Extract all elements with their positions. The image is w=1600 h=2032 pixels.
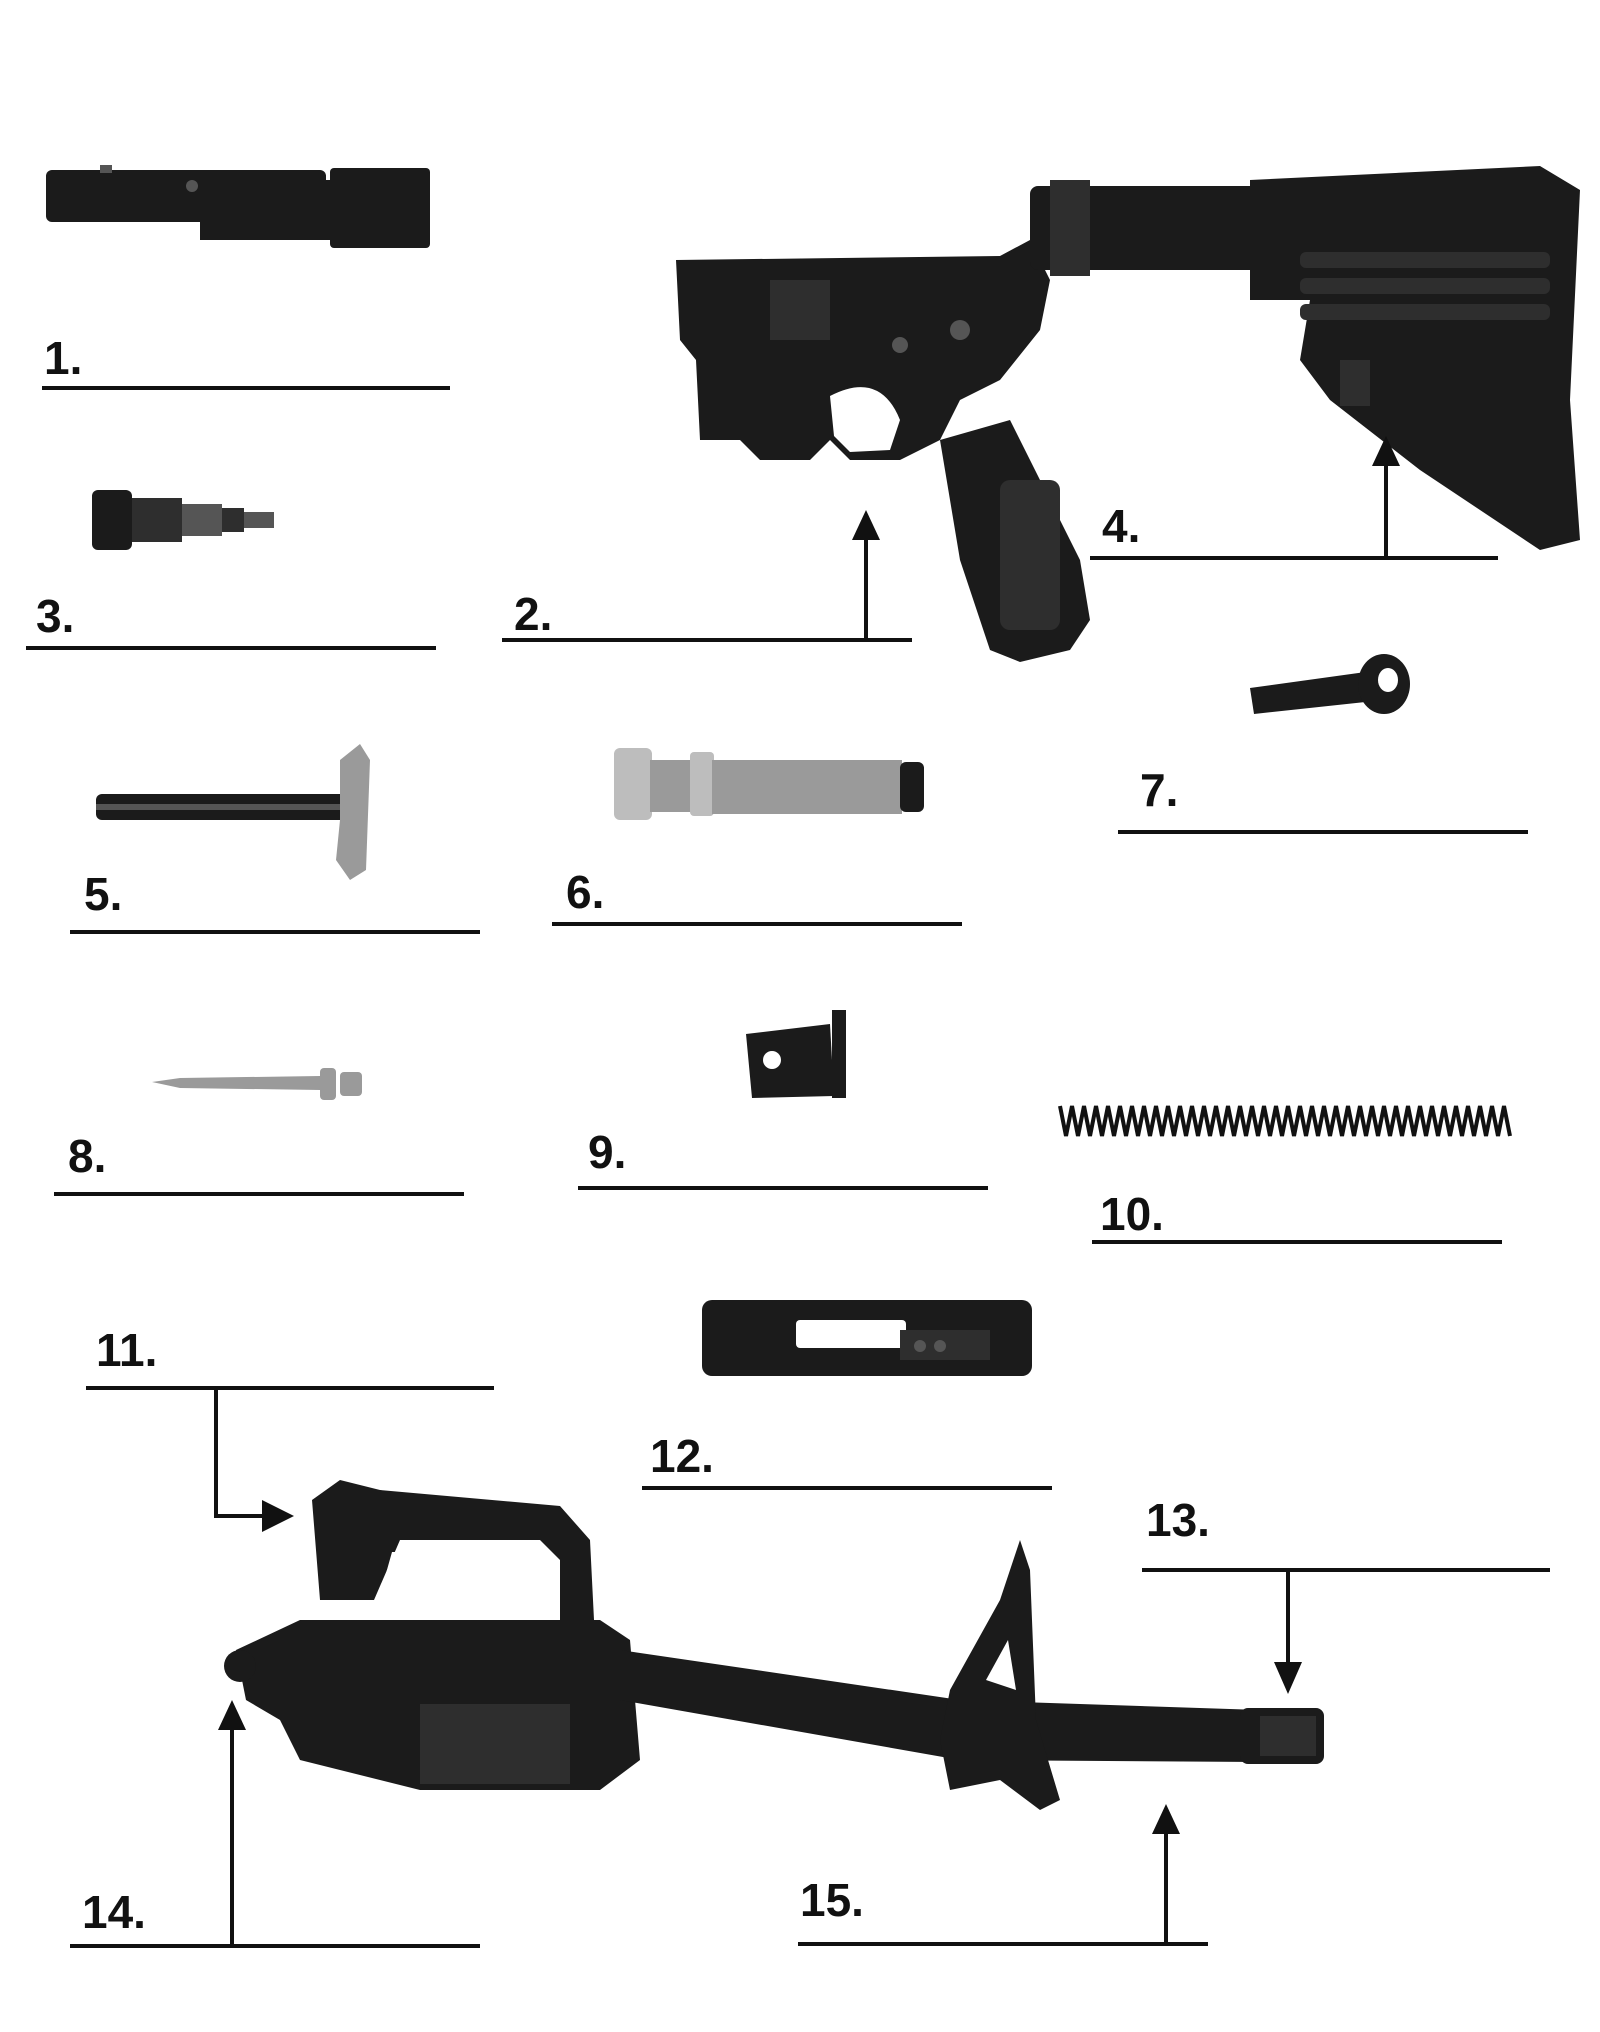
part-5-charging-handle [96, 744, 370, 880]
label-5: 5. [84, 868, 122, 920]
label-7: 7. [1140, 764, 1178, 816]
part-10-action-spring [1058, 1105, 1512, 1137]
part-8-firing-pin [152, 1068, 362, 1100]
label-3: 3. [36, 590, 74, 642]
arrow-13 [1274, 1570, 1302, 1694]
part-1-bolt-carrier [46, 165, 430, 248]
part-6-buffer [614, 748, 924, 820]
upper-receiver-assembly [224, 1480, 1324, 1810]
part-3-bolt [92, 490, 274, 550]
part-12-bolt-carrier [702, 1300, 1032, 1376]
part-2-lower-receiver [676, 240, 1090, 662]
arrow-11 [214, 1388, 294, 1532]
part-7-pin [1250, 654, 1410, 714]
label-12: 12. [650, 1430, 714, 1482]
label-4: 4. [1102, 500, 1140, 552]
label-9: 9. [588, 1126, 626, 1178]
label-6: 6. [566, 866, 604, 918]
label-2: 2. [514, 588, 552, 640]
arrow-2 [852, 510, 880, 640]
label-11: 11. [96, 1324, 157, 1376]
label-1: 1. [44, 332, 82, 384]
arrow-15 [1152, 1804, 1180, 1944]
label-13: 13. [1146, 1494, 1210, 1546]
arrow-14 [218, 1700, 246, 1946]
part-9-cam-pin [746, 1010, 846, 1098]
arrow-4 [1372, 436, 1400, 558]
label-8: 8. [68, 1130, 106, 1182]
label-10: 10. [1100, 1188, 1164, 1240]
part-4-buttstock [1030, 166, 1580, 550]
label-15: 15. [800, 1874, 864, 1926]
label-14: 14. [82, 1886, 146, 1938]
